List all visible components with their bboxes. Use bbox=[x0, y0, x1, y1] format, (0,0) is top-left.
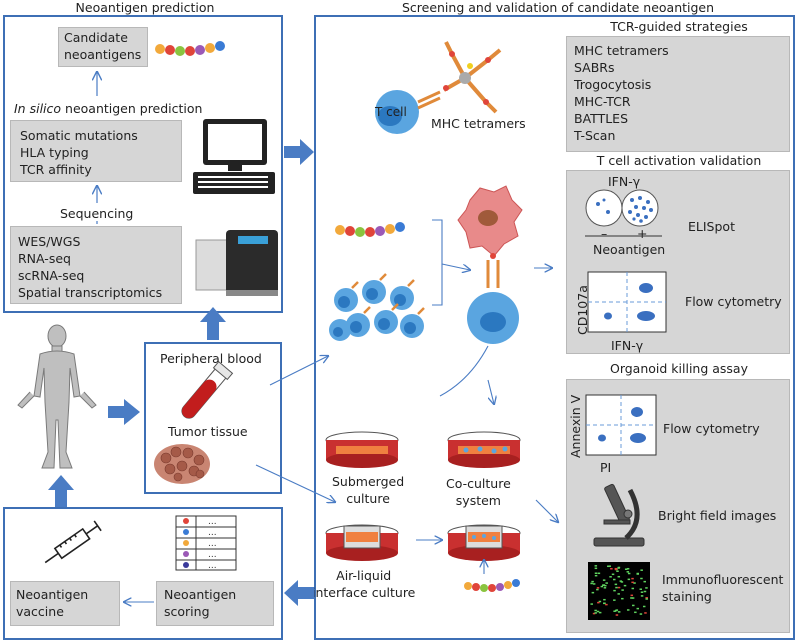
tumor-tissue-label: Tumor tissue bbox=[168, 424, 248, 439]
mhc-tetramers-label: MHC tetramers bbox=[431, 116, 526, 131]
bright-field-label: Bright field images bbox=[658, 508, 777, 523]
flow-cytometry-1-label: Flow cytometry bbox=[685, 294, 782, 309]
svg-text:...: ... bbox=[208, 517, 217, 527]
arrow-to-culture bbox=[255, 464, 335, 502]
microscope-icon bbox=[593, 483, 645, 547]
neoantigen-axis-label: Neoantigen bbox=[593, 242, 666, 257]
svg-text:...: ... bbox=[208, 561, 217, 571]
in-silico-prediction-label: In silico neoantigen prediction bbox=[14, 101, 203, 116]
peptide-chain-icon bbox=[155, 41, 225, 56]
syringe-icon bbox=[44, 520, 102, 564]
coculture-dish bbox=[447, 431, 521, 468]
immunofluorescence-image bbox=[588, 562, 650, 620]
peripheral-blood-label: Peripheral blood bbox=[160, 351, 262, 366]
flow-cytometry-plot-2 bbox=[585, 394, 657, 456]
block-arrows bbox=[48, 139, 314, 606]
svg-text:...: ... bbox=[208, 528, 217, 538]
screening-title: Screening and validation of candidate ne… bbox=[401, 0, 715, 15]
elispot-label: ELISpot bbox=[688, 219, 735, 234]
organoid-title: Organoid killing assay bbox=[609, 361, 748, 376]
pi-axis-label: PI bbox=[600, 460, 612, 475]
ifn-axis-label: IFN-γ bbox=[611, 338, 644, 353]
minus-sign: – bbox=[601, 226, 608, 241]
elispot-plot bbox=[585, 189, 662, 237]
neoantigen-vaccine-box bbox=[10, 581, 120, 626]
flow-cytometry-plot-1 bbox=[587, 271, 667, 333]
svg-text:...: ... bbox=[208, 539, 217, 549]
candidate-neoantigens-box bbox=[58, 27, 148, 67]
tcr-strategies-box bbox=[566, 36, 790, 152]
airliquid-coculture-dish bbox=[447, 524, 521, 561]
plus-sign: + bbox=[637, 226, 648, 241]
human-figure-icon bbox=[17, 324, 97, 469]
tcell-label: T cell bbox=[374, 105, 407, 119]
arrow-to-tumor-tcell bbox=[441, 263, 470, 270]
tcr-strategies-title: TCR-guided strategies bbox=[610, 19, 748, 34]
tcell-tetramer-icon bbox=[375, 41, 502, 134]
arrow-to-organoid bbox=[535, 499, 558, 522]
peptide-chain-icon-2 bbox=[335, 222, 405, 237]
sequencing-box bbox=[10, 226, 182, 304]
neoantigen-scoring-box bbox=[156, 581, 274, 626]
airliquid-dish bbox=[325, 524, 399, 561]
mutations-box bbox=[10, 120, 182, 182]
sequencer-icon bbox=[195, 230, 278, 296]
arrow-to-cells bbox=[269, 356, 328, 386]
activation-title: T cell activation validation bbox=[596, 153, 762, 168]
sequencing-label: Sequencing bbox=[60, 206, 134, 221]
tumor-tcell-interaction-icon bbox=[457, 185, 523, 344]
peptide-chain-icon-3 bbox=[464, 579, 520, 592]
blood-tube-icon bbox=[181, 360, 234, 419]
scoring-table-icon bbox=[175, 515, 237, 571]
tumor-tissue-icon bbox=[154, 444, 210, 484]
neoantigen-prediction-title: Neoantigen prediction bbox=[75, 0, 215, 15]
flow-cytometry-2-label: Flow cytometry bbox=[663, 421, 760, 436]
ifn-label-top: IFN-γ bbox=[608, 174, 641, 189]
tcell-cluster-icon bbox=[329, 273, 425, 341]
computer-icon bbox=[193, 119, 275, 194]
submerged-culture-dish bbox=[325, 431, 399, 468]
scoring-table-dots: ... ... ... ... ... bbox=[208, 517, 217, 571]
svg-text:...: ... bbox=[208, 550, 217, 560]
